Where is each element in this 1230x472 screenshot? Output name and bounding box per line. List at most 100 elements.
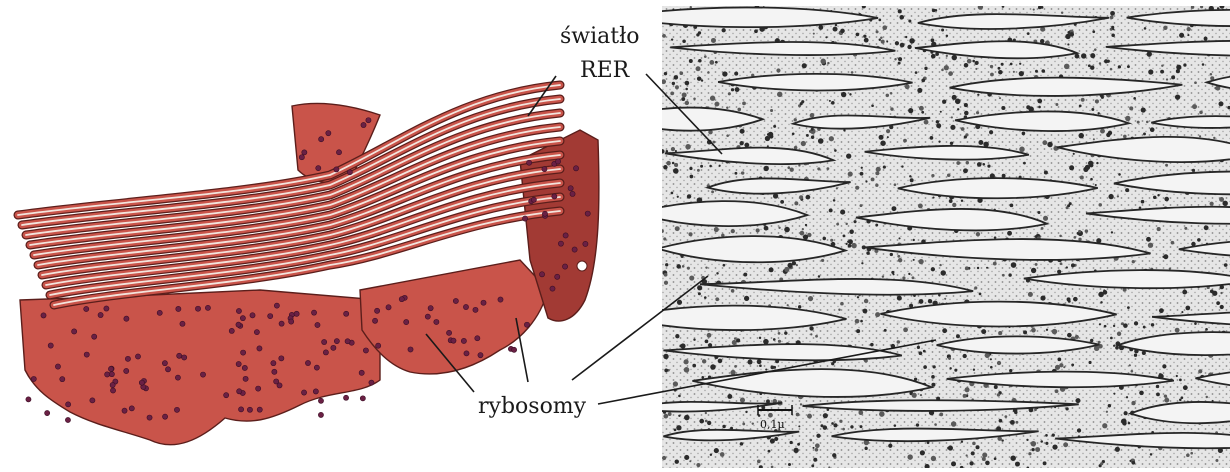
micrograph-granule [1176, 65, 1181, 70]
micrograph-granule [918, 203, 923, 208]
micrograph-granule [675, 226, 680, 231]
micrograph-granule [764, 226, 769, 231]
ribosome-dot [55, 364, 60, 369]
micrograph-granule [1079, 104, 1082, 107]
micrograph-granule [843, 235, 846, 238]
ribosome-dot [572, 247, 577, 252]
micrograph-granule [1131, 370, 1134, 373]
micrograph-granule [1104, 59, 1108, 63]
micrograph-granule [770, 365, 774, 369]
micrograph-granule [765, 368, 767, 370]
micrograph-granule [1013, 71, 1015, 73]
ribosome-dot [301, 390, 306, 395]
micrograph-granule [901, 165, 903, 167]
micrograph-granule [662, 456, 666, 460]
ribosome-dot [205, 305, 210, 310]
micrograph-granule [933, 197, 935, 199]
micrograph-granule [1179, 33, 1184, 38]
micrograph-granule [722, 71, 727, 76]
micrograph-granule [678, 415, 680, 417]
micrograph-granule [913, 259, 915, 261]
micrograph-granule [892, 273, 894, 275]
micrograph-granule [863, 309, 868, 314]
micrograph-granule [1073, 153, 1075, 155]
micrograph-granule [1052, 444, 1057, 449]
micrograph-granule [1162, 364, 1166, 368]
micrograph-granule [857, 296, 859, 298]
micrograph-granule [697, 77, 701, 81]
micrograph-granule [977, 162, 982, 167]
micrograph-granule [917, 88, 922, 93]
micrograph-granule [887, 136, 889, 138]
ribosome-dot [124, 316, 129, 321]
ribosome-dot [272, 369, 277, 374]
micrograph-granule [863, 35, 866, 38]
micrograph-granule [714, 227, 719, 232]
micrograph-granule [1019, 71, 1024, 76]
micrograph-granule [895, 41, 899, 45]
micrograph-granule [1111, 26, 1114, 29]
ribosome-dot [475, 336, 480, 341]
micrograph-granule [801, 141, 806, 146]
micrograph-granule [1028, 292, 1033, 297]
ribosome-dot [174, 407, 179, 412]
micrograph-granule [951, 461, 956, 466]
micrograph-granule [794, 118, 797, 121]
micrograph-granule [931, 383, 935, 387]
micrograph-granule [898, 57, 902, 61]
micrograph-granule [1164, 197, 1169, 202]
micrograph-granule [944, 298, 946, 300]
ribosome-dot [129, 406, 134, 411]
micrograph-granule [890, 107, 893, 110]
ribosome-dot [473, 307, 478, 312]
micrograph-granule [778, 227, 780, 229]
rer-3d-drawing [18, 85, 599, 445]
micrograph-granule [994, 457, 997, 460]
micrograph-granule [1143, 132, 1146, 135]
micrograph-granule [951, 421, 956, 426]
micrograph-granule [1069, 165, 1074, 170]
micrograph-granule [1181, 396, 1184, 399]
micrograph-granule [796, 413, 800, 417]
micrograph-granule [731, 229, 735, 233]
ribosome-dot [109, 372, 114, 377]
micrograph-granule [880, 141, 885, 146]
micrograph-granule [897, 255, 900, 258]
micrograph-granule [1075, 54, 1080, 59]
ribosome-dot [299, 155, 304, 160]
micrograph-granule [934, 423, 937, 426]
micrograph-granule [784, 267, 789, 272]
micrograph-granule [894, 58, 896, 60]
ribosome-dot [555, 159, 560, 164]
micrograph-granule [818, 138, 824, 144]
ribosome-dot [268, 314, 273, 319]
ribosome-dot [237, 389, 242, 394]
micrograph-granule [848, 244, 852, 248]
ribosome-dot [323, 350, 328, 355]
micrograph-granule [710, 454, 712, 456]
micrograph-granule [1098, 203, 1101, 206]
micrograph-granule [1042, 140, 1047, 145]
micrograph-granule [682, 265, 685, 268]
micrograph-granule [982, 457, 986, 461]
ribosome-dot [372, 318, 377, 323]
micrograph-granule [1179, 378, 1182, 381]
micrograph-granule [1071, 263, 1075, 267]
ribosome-dot [334, 167, 339, 172]
micrograph-granule [810, 333, 812, 335]
micrograph-granule [888, 444, 892, 448]
micrograph-granule [939, 412, 943, 416]
ribosome-dot [583, 241, 588, 246]
micrograph-granule [915, 71, 918, 74]
micrograph-granule [1028, 452, 1031, 455]
micrograph-granule [660, 149, 665, 154]
ribosome-dot [343, 395, 348, 400]
micrograph-granule [931, 38, 935, 42]
micrograph-granule [882, 275, 884, 277]
ribosome-dot [318, 412, 323, 417]
micrograph-granule [849, 229, 854, 234]
micrograph-granule [740, 398, 745, 403]
micrograph-granule [1186, 454, 1190, 458]
micrograph-granule [1124, 411, 1128, 415]
micrograph-granule [1117, 332, 1121, 336]
